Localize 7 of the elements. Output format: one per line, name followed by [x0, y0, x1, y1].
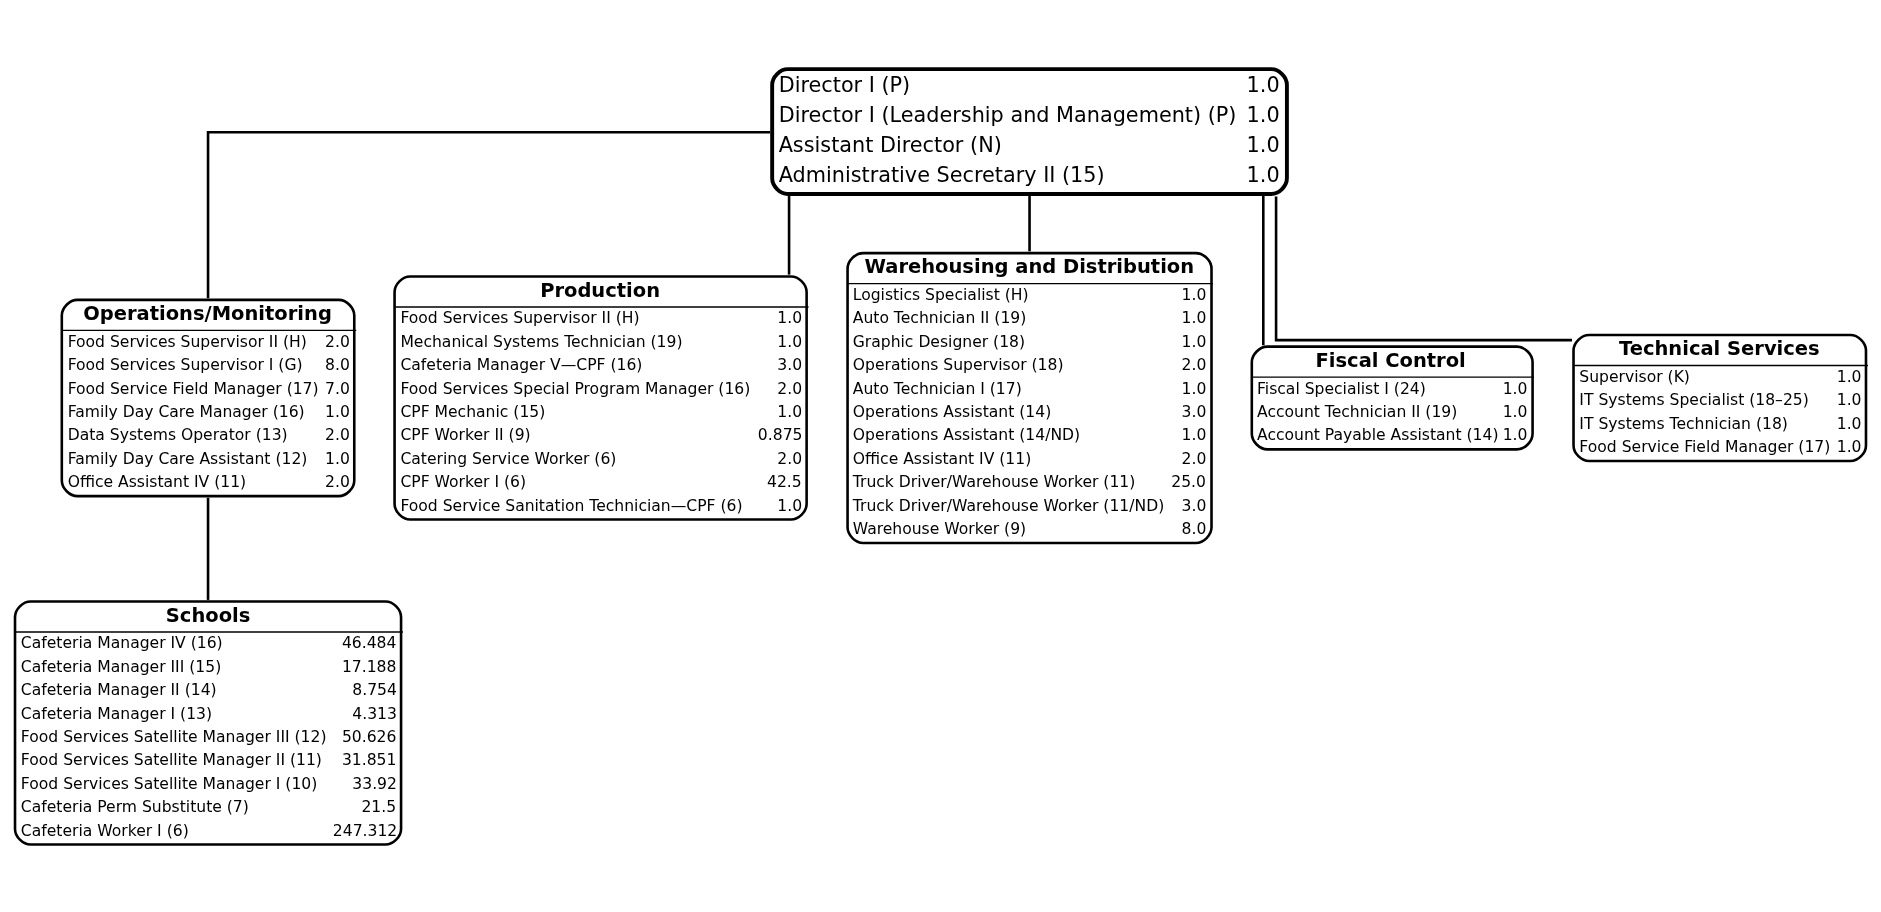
connector: [206, 497, 210, 600]
node-box: Director I (P) 1.0 Director I (Leadership and Management) (P) 1.0 Assistant Director (N) 1.0 Administrative Secretary II (15) 1.0: [770, 66, 1289, 196]
connector: [206, 130, 771, 298]
connector: [787, 195, 791, 275]
connector: [1262, 195, 1265, 345]
connector: [1028, 195, 1031, 251]
connector: [1274, 195, 1572, 341]
